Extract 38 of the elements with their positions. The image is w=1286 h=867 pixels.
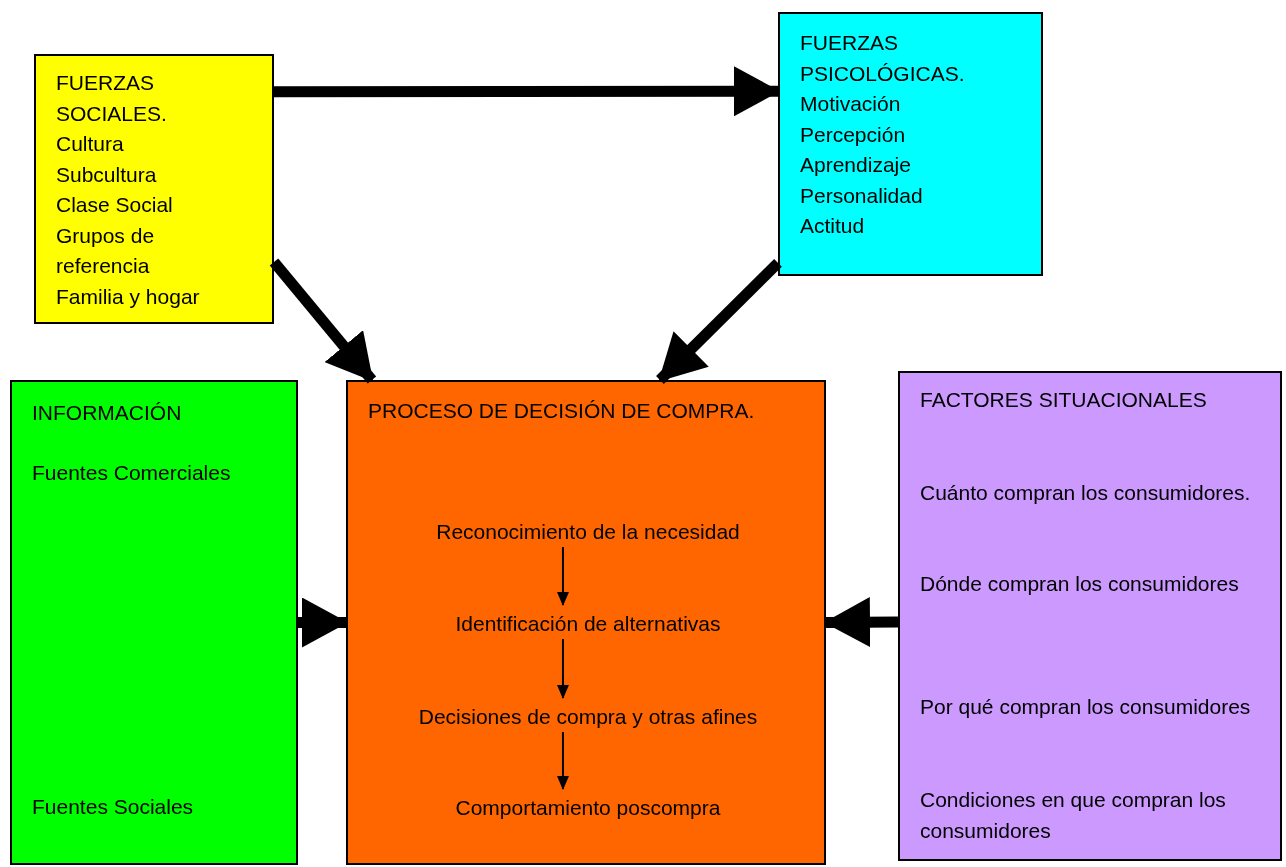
category-box bbox=[346, 380, 826, 865]
box-heading: PROCESO DE DECISIÓN DE COMPRA. bbox=[368, 398, 756, 424]
category-box bbox=[34, 54, 274, 324]
box-text: Por qué compran los consumidores bbox=[920, 694, 1252, 720]
list-item: Subcultura bbox=[55, 161, 158, 188]
list-item: Personalidad bbox=[799, 182, 924, 209]
box-heading: FUERZAS SOCIALES. bbox=[55, 70, 168, 127]
list-item: Familia y hogar bbox=[55, 283, 201, 310]
arrow bbox=[298, 597, 348, 648]
box-heading: FACTORES SITUACIONALES bbox=[920, 387, 1208, 413]
box-text: Condiciones en que compran los consumidores bbox=[920, 787, 1227, 844]
step-text: Decisiones de compra y otras afines bbox=[348, 700, 828, 734]
list-item: Aprendizaje bbox=[799, 152, 912, 178]
box-text: Cuánto compran los consumidores. bbox=[920, 480, 1252, 506]
category-box bbox=[898, 371, 1282, 861]
list-item: Actitud bbox=[799, 213, 866, 239]
arrow bbox=[556, 731, 569, 790]
list-item: Grupos de referencia bbox=[55, 222, 156, 279]
arrow bbox=[656, 258, 782, 384]
list-item: Clase Social bbox=[55, 192, 174, 218]
box-heading: INFORMACIÓN bbox=[32, 400, 183, 426]
step-text: Comportamiento poscompra bbox=[348, 791, 828, 825]
box-text: Dónde compran los consumidores bbox=[920, 571, 1240, 597]
arrow bbox=[556, 638, 569, 699]
category-box bbox=[10, 380, 298, 865]
arrow bbox=[269, 258, 377, 384]
box-heading: FUERZAS PSICOLÓGICAS. bbox=[799, 30, 966, 87]
arrow bbox=[274, 66, 780, 117]
step-text: Reconocimiento de la necesidad bbox=[348, 515, 828, 549]
list-item: Percepción bbox=[799, 121, 907, 148]
category-box bbox=[778, 12, 1043, 276]
list-item: Cultura bbox=[55, 131, 125, 157]
step-text: Identificación de alternativas bbox=[348, 607, 828, 641]
arrow bbox=[556, 546, 569, 606]
list-item: Motivación bbox=[799, 91, 902, 117]
box-text: Fuentes Comerciales bbox=[32, 460, 232, 486]
box-text: Fuentes Sociales bbox=[32, 794, 195, 820]
arrow bbox=[824, 597, 899, 648]
